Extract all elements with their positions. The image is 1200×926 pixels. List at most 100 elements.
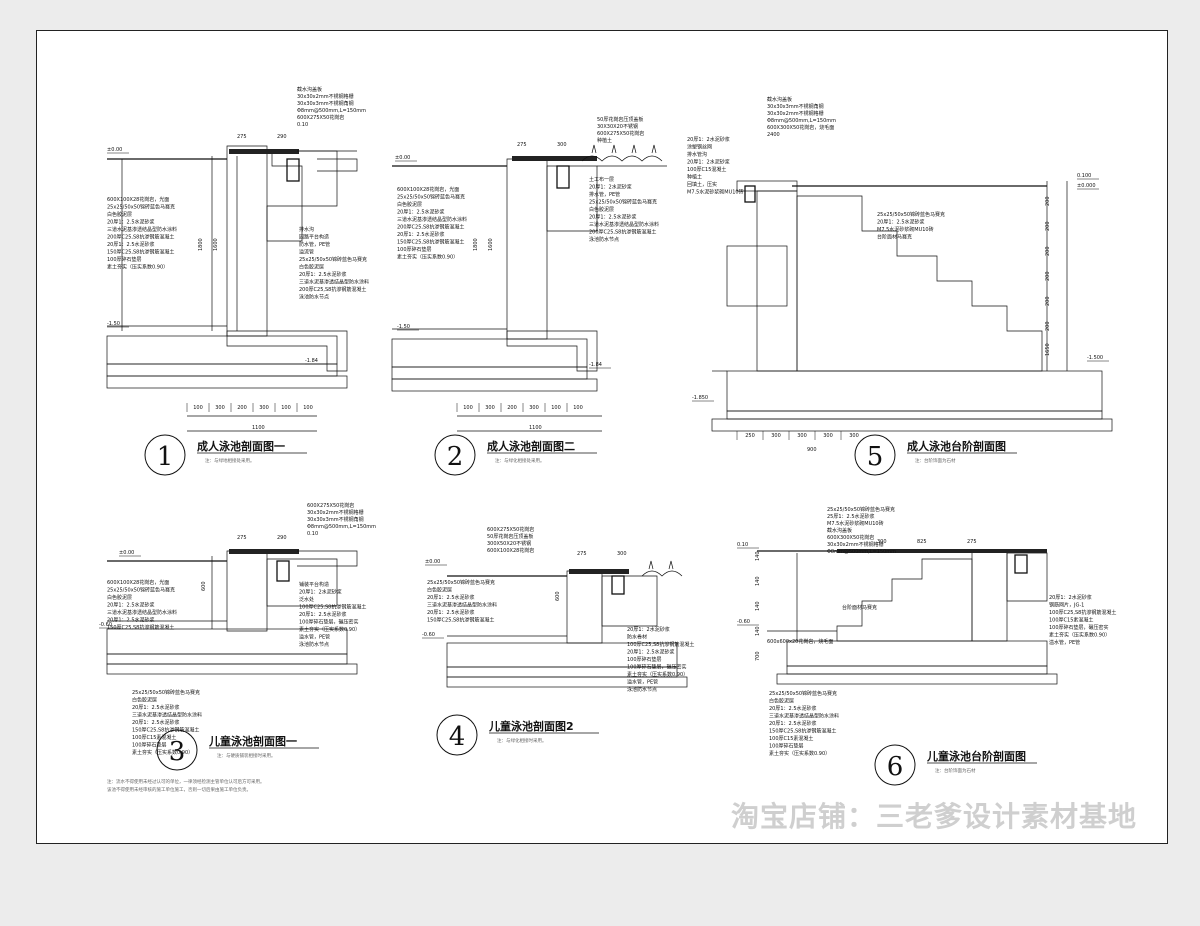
section-5-dim-total: 900 bbox=[807, 447, 817, 453]
section-6-dim-side: 700 bbox=[755, 651, 761, 661]
section-1-left-label: 素土夯实（压实系数0.90） bbox=[107, 264, 168, 271]
section-3-dim-top: 290 bbox=[277, 535, 287, 541]
section-2-dim-top: 275 bbox=[517, 142, 527, 148]
section-1-dim-top: 290 bbox=[277, 134, 287, 140]
section-4-left-label: 三道水泥基渗透结晶型防水涂料 bbox=[427, 602, 497, 609]
section-5-right-label: 25x25/50x50锦砖蓝色马赛克 bbox=[877, 211, 945, 218]
section-3-bottom-label: 25x25/50x50锦砖蓝色马赛克 bbox=[132, 689, 200, 696]
section-2-title: 成人泳池剖面图二 bbox=[487, 439, 575, 453]
section-6-number-circle bbox=[874, 744, 916, 786]
section-6-bottom-label: 150厚C25,S8抗渗钢筋混凝土 bbox=[769, 728, 836, 735]
section-5-level: -1.500 bbox=[1087, 355, 1103, 361]
section-3-top-label: 30x30x2mm不锈钢格栅 bbox=[307, 509, 364, 516]
section-2-right-label: 土工布一层 bbox=[589, 176, 614, 183]
section-1-right-label: 排水沟 bbox=[299, 226, 314, 233]
section-1-right-label: 泳池防水节点 bbox=[299, 294, 329, 301]
section-1-title: 成人泳池剖面图一 bbox=[197, 439, 285, 453]
section-2-right-label: 白色胶泥层 bbox=[589, 206, 614, 213]
section-3-bottom-label: 150厚C25,S8抗渗钢筋混凝土 bbox=[132, 727, 199, 734]
section-3-right-label: 素土夯实（压实系数0.90） bbox=[299, 626, 360, 633]
section-3-right-label: 100厚碎石垫层，碾压密实 bbox=[299, 619, 359, 626]
section-1-dim-top: 275 bbox=[237, 134, 247, 140]
section-2-left-label: 150厚C25,S8抗渗钢筋混凝土 bbox=[397, 239, 464, 246]
section-2-note: 注：与绿化相接处采用。 bbox=[495, 457, 545, 464]
section-2-right-label: 排水管，PE管 bbox=[589, 191, 620, 198]
section-1-level: ±0.00 bbox=[107, 147, 122, 153]
section-5-note: 注：台阶饰面为石材 bbox=[915, 457, 956, 464]
section-3-bottom-label: 100厚C15素混凝土 bbox=[132, 734, 176, 741]
section-6-bottom-label: 白色胶泥层 bbox=[769, 698, 794, 705]
section-6-title: 儿童泳池台阶剖面图 bbox=[926, 749, 1026, 763]
section-2-left-label: 20厚1：2.5水泥砂浆 bbox=[397, 209, 445, 216]
section-3-left-label: 25x25/50x50锦砖蓝色马赛克 bbox=[107, 587, 175, 594]
section-2-left-label: 200厚C25,S8抗渗钢筋混凝土 bbox=[397, 224, 464, 231]
section-6-top-label: Φ8mm@500mm,L=150mm bbox=[827, 549, 896, 555]
section-3-right-label: 泛水处 bbox=[299, 596, 314, 603]
section-6-dim-side: 140 bbox=[755, 576, 761, 586]
section-1-left-label: 白色胶泥层 bbox=[107, 211, 132, 218]
section-5-top-label: 截水沟盖板 bbox=[767, 96, 792, 103]
section-6-top-label: 30x30x2mm不锈钢格栅 bbox=[827, 541, 884, 548]
section-6-step-label: 台阶面材马赛克 bbox=[842, 604, 877, 611]
section-2-dim-bottom: 300 bbox=[529, 405, 539, 411]
section-2-top-label: 50厚花岗岩压顶盖板 bbox=[597, 116, 643, 123]
section-1-right-label: 三道水泥基渗透结晶型防水涂料 bbox=[299, 279, 369, 286]
section-3-left-label: 20厚1：2.5水泥砂浆 bbox=[107, 617, 155, 624]
section-1-dim-side: 1600 bbox=[213, 238, 219, 251]
section-4-dim-top: 300 bbox=[617, 551, 627, 557]
section-5-level: -1.850 bbox=[692, 395, 708, 401]
section-4-level: ±0.00 bbox=[425, 559, 440, 565]
section-6-dim-side: 140 bbox=[755, 626, 761, 636]
section-5-left-label: 20厚1：2水泥砂浆 bbox=[687, 136, 730, 143]
section-5-drawing bbox=[711, 180, 1113, 432]
section-1-left-label: 100厚碎石垫层 bbox=[107, 256, 142, 263]
section-4-note: 注：与绿化相接时采用。 bbox=[497, 737, 547, 744]
section-5-dim-side: 1650 bbox=[1045, 343, 1051, 356]
section-2-left-label: 素土夯实（压实系数0.90） bbox=[397, 254, 458, 261]
section-6-top-label: 600X300X50花岗岩 bbox=[827, 534, 874, 541]
section-2-dim-bottom: 100 bbox=[551, 405, 561, 411]
section-4-number-circle bbox=[436, 714, 478, 756]
section-2-number: 2 bbox=[447, 442, 464, 472]
section-1-left-label: 600X100X28花岗岩，光面 bbox=[107, 196, 169, 203]
section-1-dim-bottom: 200 bbox=[237, 405, 247, 411]
section-4-left-label: 150厚C25,S8抗渗钢筋混凝土 bbox=[427, 617, 494, 624]
section-1-top-label: 600X275X50花岗岩 bbox=[297, 114, 344, 121]
section-3-bottom-label: 白色胶泥层 bbox=[132, 697, 157, 704]
section-1-top-label: 30x30x2mm不锈钢格栅 bbox=[297, 93, 354, 100]
section-4-left-label: 20厚1：2.5水泥砂浆 bbox=[427, 594, 475, 601]
section-6-right-label: 100厚C15素混凝土 bbox=[1049, 617, 1093, 624]
section-6-bottom-label: 素土夯实（压实系数0.90） bbox=[769, 750, 830, 757]
section-5-left-label: 涂塑钢丝网 bbox=[687, 144, 712, 151]
section-5-level: 0.100 bbox=[1077, 173, 1091, 179]
section-1-drawing bbox=[106, 145, 358, 432]
section-4-right-label: 防水卷材 bbox=[627, 634, 647, 641]
section-2-top-label: 30X30X20不锈钢 bbox=[597, 123, 638, 130]
section-1-right-label: 25x25/50x50锦砖蓝色马赛克 bbox=[299, 256, 367, 263]
section-1-right-label: 白色胶泥层 bbox=[299, 264, 324, 271]
section-3-left-label: 600X100X28花岗岩，光面 bbox=[107, 579, 169, 586]
section-1-left-label: 25x25/50x50锦砖蓝色马赛克 bbox=[107, 204, 175, 211]
section-5-left-label: 回填土，压实 bbox=[687, 181, 717, 188]
section-3-right-label: 100厚C25,S8抗渗钢筋混凝土 bbox=[299, 604, 366, 611]
section-5-dim-bottom: 250 bbox=[745, 433, 755, 439]
section-5-title: 成人泳池台阶剖面图 bbox=[907, 439, 1006, 453]
section-2-right-label: 25x25/50x50锦砖蓝色马赛克 bbox=[589, 199, 657, 206]
section-5-top-label: 30x30x2mm不锈钢格栅 bbox=[767, 110, 824, 117]
section-4-level: -0.60 bbox=[422, 632, 435, 638]
section-3-bottom-label: 20厚1：2.5水泥砂浆 bbox=[132, 719, 180, 726]
section-5-number: 5 bbox=[867, 442, 884, 472]
section-1-dim-bottom: 100 bbox=[193, 405, 203, 411]
section-2-level: -1.84 bbox=[589, 362, 602, 368]
section-2-right-label: 200厚C25,S8抗渗钢筋混凝土 bbox=[589, 229, 656, 236]
section-4-dim-side: 600 bbox=[555, 591, 561, 601]
section-1-level: -1.50 bbox=[107, 321, 120, 327]
section-3-title: 儿童泳池剖面图一 bbox=[208, 734, 297, 748]
section-4-left-label: 白色胶泥层 bbox=[427, 587, 452, 594]
section-1-right-label: 20厚1：2.5水泥砂浆 bbox=[299, 271, 347, 278]
section-2-left-label: 20厚1：2.5水泥砂浆 bbox=[397, 231, 445, 238]
section-3-number-circle bbox=[156, 729, 198, 771]
section-5-top-label: 30x30x3mm不锈钢角钢 bbox=[767, 103, 824, 110]
section-5-dim-side: 200 bbox=[1045, 271, 1051, 281]
section-5-right-label: 台阶面材马赛克 bbox=[877, 234, 912, 241]
